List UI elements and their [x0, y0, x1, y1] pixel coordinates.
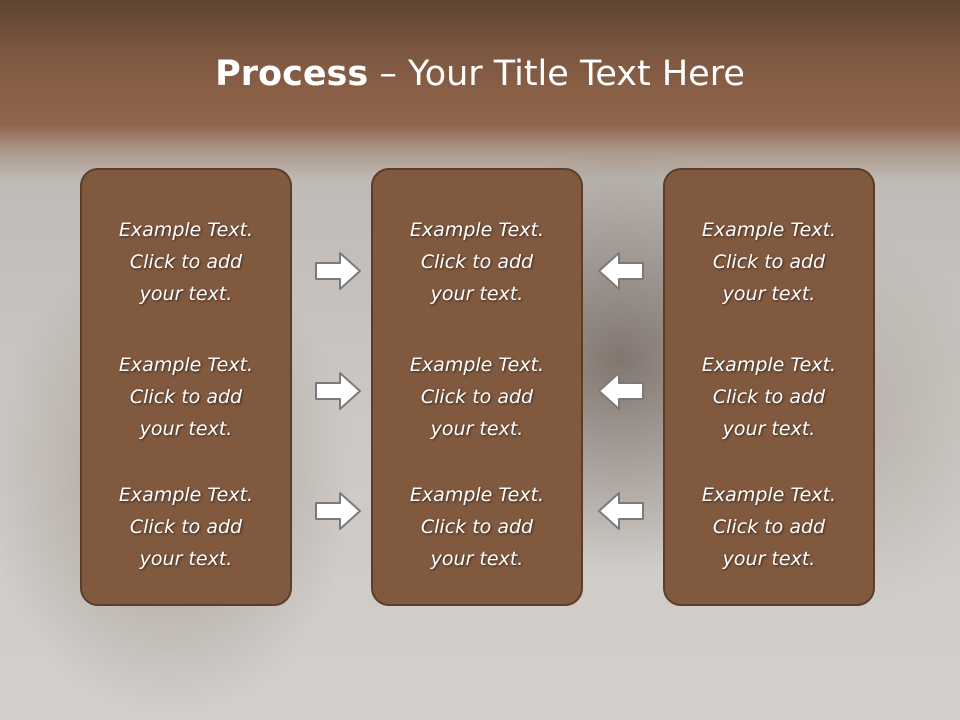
text-line: Example Text.: [701, 354, 837, 376]
title-rest-text: – Your Title Text Here: [368, 54, 745, 94]
text-line: your text.: [722, 418, 816, 440]
left-arrow-icon: [598, 492, 644, 530]
text-line: your text.: [430, 548, 524, 570]
text-block[interactable]: Example Text. Click to add your text.: [665, 349, 873, 445]
title-bold-text: Process: [215, 54, 369, 94]
text-line: your text.: [722, 283, 816, 305]
right-arrow-icon: [315, 492, 361, 530]
text-line: Click to add: [712, 251, 826, 273]
text-block[interactable]: Example Text. Click to add your text.: [373, 349, 581, 445]
text-block[interactable]: Example Text. Click to add your text.: [665, 214, 873, 310]
text-line: Example Text.: [409, 219, 545, 241]
right-arrow-icon: [315, 372, 361, 410]
text-line: your text.: [139, 418, 233, 440]
text-line: Example Text.: [409, 484, 545, 506]
text-line: Click to add: [129, 386, 243, 408]
text-block[interactable]: Example Text. Click to add your text.: [373, 479, 581, 575]
text-line: Click to add: [712, 516, 826, 538]
text-block[interactable]: Example Text. Click to add your text.: [373, 214, 581, 310]
text-panel-right[interactable]: Example Text. Click to add your text. Ex…: [663, 168, 875, 606]
text-line: Example Text.: [118, 219, 254, 241]
text-line: your text.: [430, 418, 524, 440]
text-block[interactable]: Example Text. Click to add your text.: [82, 214, 290, 310]
text-line: your text.: [722, 548, 816, 570]
left-arrow-icon: [598, 372, 644, 410]
text-line: Click to add: [129, 516, 243, 538]
text-line: Example Text.: [701, 219, 837, 241]
text-line: your text.: [139, 548, 233, 570]
text-line: your text.: [430, 283, 524, 305]
text-line: Example Text.: [118, 484, 254, 506]
right-arrow-icon: [315, 252, 361, 290]
text-line: Click to add: [420, 516, 534, 538]
text-line: Click to add: [420, 251, 534, 273]
text-line: Click to add: [712, 386, 826, 408]
text-block[interactable]: Example Text. Click to add your text.: [82, 479, 290, 575]
text-line: Example Text.: [409, 354, 545, 376]
header-band: [0, 0, 960, 180]
text-block[interactable]: Example Text. Click to add your text.: [82, 349, 290, 445]
text-panel-middle[interactable]: Example Text. Click to add your text. Ex…: [371, 168, 583, 606]
text-line: Click to add: [129, 251, 243, 273]
text-line: Example Text.: [701, 484, 837, 506]
text-line: Example Text.: [118, 354, 254, 376]
text-line: your text.: [139, 283, 233, 305]
text-block[interactable]: Example Text. Click to add your text.: [665, 479, 873, 575]
left-arrow-icon: [598, 252, 644, 290]
text-line: Click to add: [420, 386, 534, 408]
slide-title[interactable]: Process – Your Title Text Here: [0, 52, 960, 96]
text-panel-left[interactable]: Example Text. Click to add your text. Ex…: [80, 168, 292, 606]
